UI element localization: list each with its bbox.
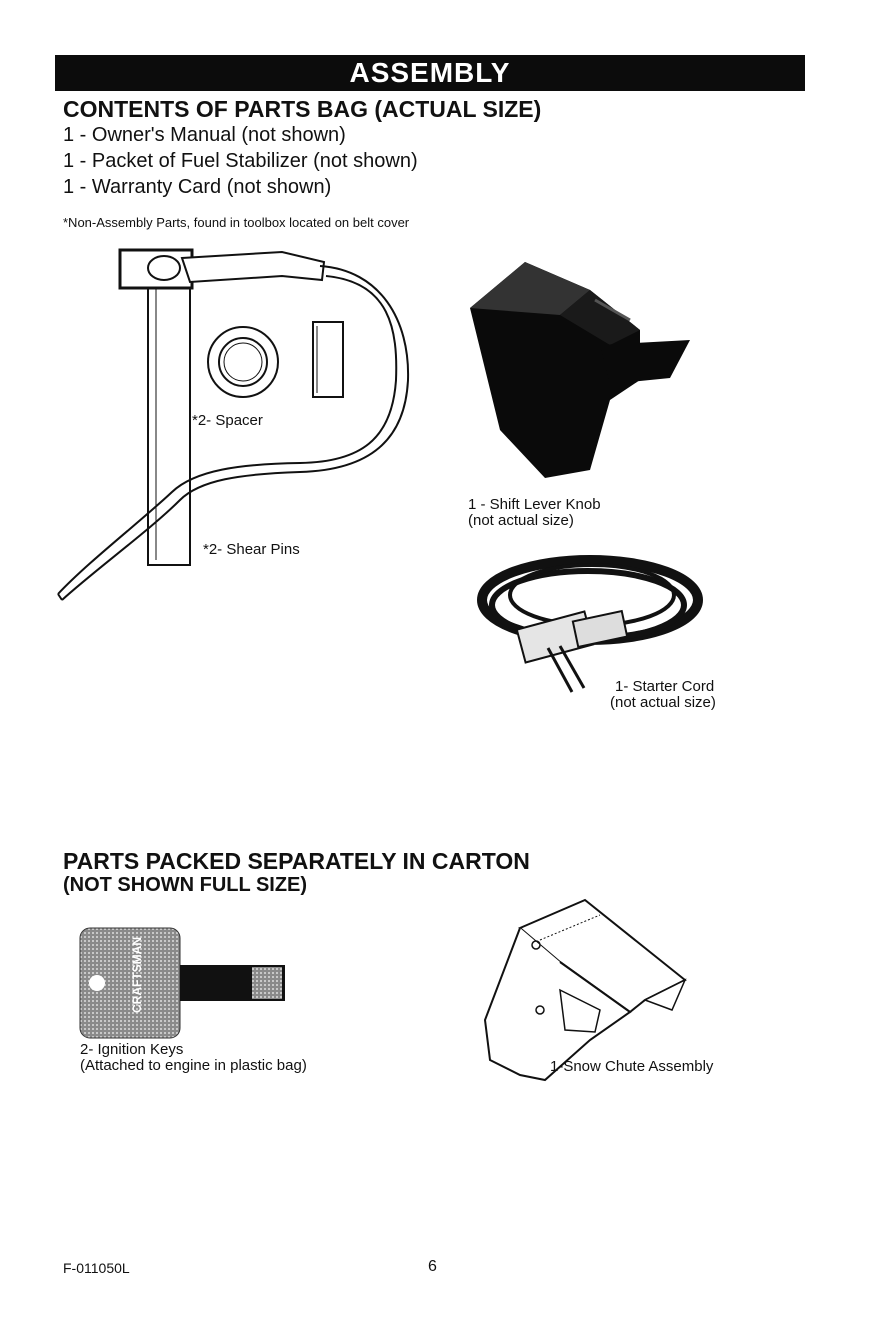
carton-subheading: (NOT SHOWN FULL SIZE) <box>63 874 308 896</box>
knob-label-line2: (not actual size) <box>468 512 574 529</box>
spacer-label: *2- Spacer <box>192 412 263 429</box>
cord-label-line1: 1- Starter Cord <box>615 678 715 695</box>
keys-label-line1: 2- Ignition Keys <box>80 1041 184 1058</box>
contents-list: 1 - Owner's Manual (not shown) 1 - Packe… <box>63 122 418 200</box>
knob-label-line1: 1 - Shift Lever Knob <box>468 496 601 513</box>
list-item: 1 - Warranty Card (not shown) <box>63 176 332 198</box>
footer-code: F-011050L <box>63 1260 130 1276</box>
cord-label-line2: (not actual size) <box>610 694 716 711</box>
keys-label-line2: (Attached to engine in plastic bag) <box>80 1057 307 1074</box>
carton-heading: PARTS PACKED SEPARATELY IN CARTON <box>63 848 530 874</box>
list-item: 1 - Owner's Manual (not shown) <box>63 124 346 146</box>
shear-pins-label: *2- Shear Pins <box>203 541 300 558</box>
list-item: 1 - Packet of Fuel Stabilizer (not shown… <box>63 150 418 172</box>
page-number: 6 <box>428 1258 437 1275</box>
chute-label: 1-Snow Chute Assembly <box>550 1058 714 1075</box>
parts-bag-heading: CONTENTS OF PARTS BAG (ACTUAL SIZE) <box>63 96 542 122</box>
non-assembly-note: *Non-Assembly Parts, found in toolbox lo… <box>63 215 410 230</box>
section-banner: ASSEMBLY <box>55 55 805 91</box>
